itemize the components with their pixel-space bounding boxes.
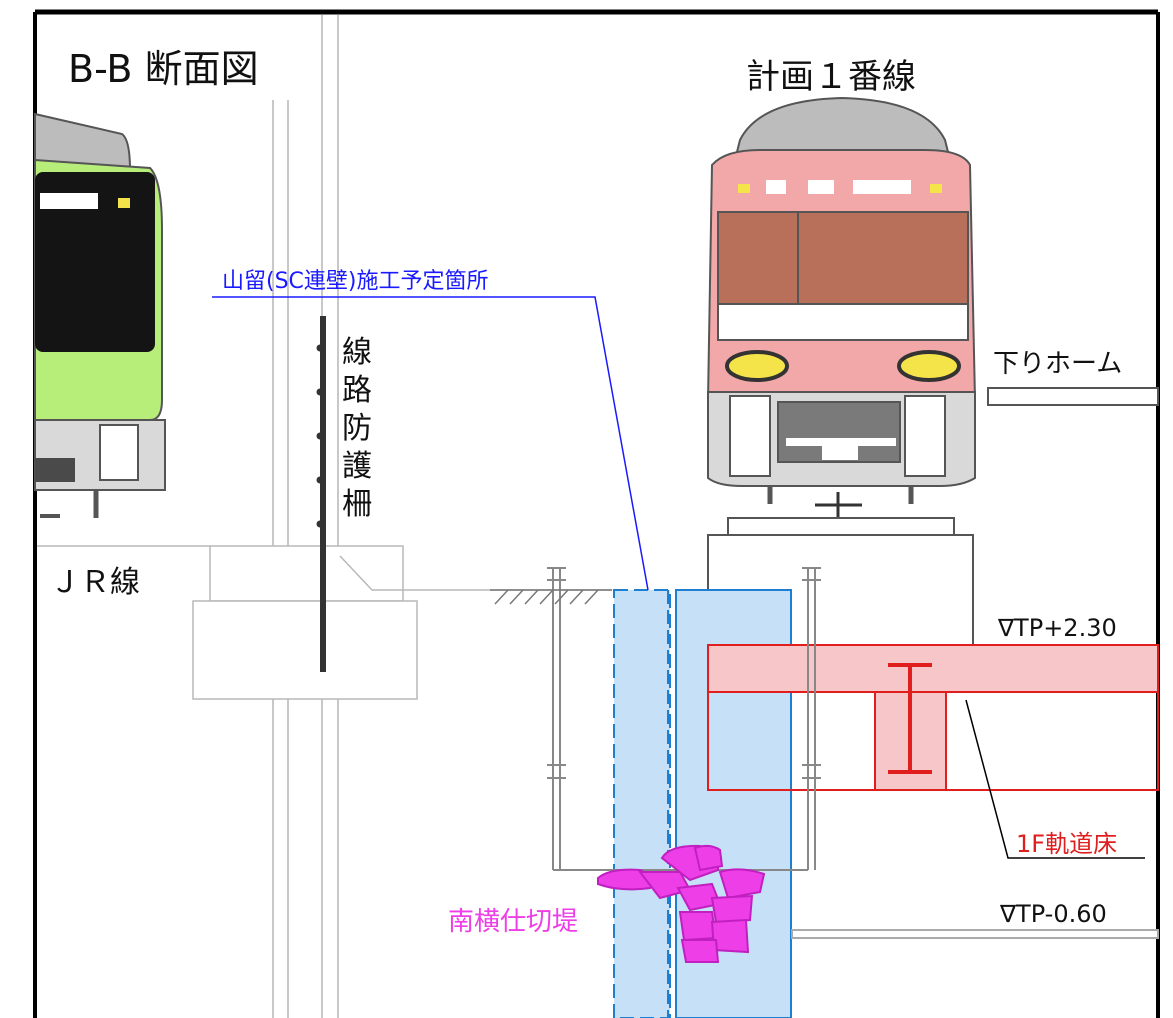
ground-hatch: [490, 589, 612, 605]
jr-line-label: ＪＲ線: [50, 565, 140, 600]
sc-wall-label: 山留(SC連壁)施工予定箇所: [222, 269, 489, 294]
fence-label: 線 路 防 護 柵: [342, 335, 372, 522]
leader-lines: [212, 296, 1145, 859]
jr-train: [34, 112, 166, 518]
track-floor-label: 1F軌道床: [1016, 830, 1117, 858]
fence-label-char: 柵: [342, 487, 372, 522]
level-bottom-label: ∇TP-0.60: [999, 900, 1107, 928]
level-line-bottom: [791, 929, 1159, 939]
platform-label: 下りホーム: [993, 349, 1122, 379]
fence-label-char: 路: [342, 373, 372, 408]
south-embankment: [597, 844, 766, 963]
jr-structure-lines: [272, 15, 339, 1018]
down-platform: [987, 387, 1159, 406]
embankment-label: 南横仕切堤: [448, 907, 578, 937]
fence-label-char: 護: [342, 449, 372, 484]
drawing-frame: [33, 9, 1160, 1018]
track-protection-fence: [316, 316, 326, 672]
planned-track-train: [706, 96, 977, 528]
diagram-title: B-B 断面図: [68, 47, 259, 91]
fence-label-char: 防: [342, 411, 372, 446]
train-label: 計画１番線: [746, 57, 916, 97]
fence-label-char: 線: [342, 335, 372, 370]
track-floor-slab: [707, 644, 1159, 791]
jr-ground-outline: [37, 545, 612, 700]
level-top-label: ∇TP+2.30: [997, 614, 1117, 642]
